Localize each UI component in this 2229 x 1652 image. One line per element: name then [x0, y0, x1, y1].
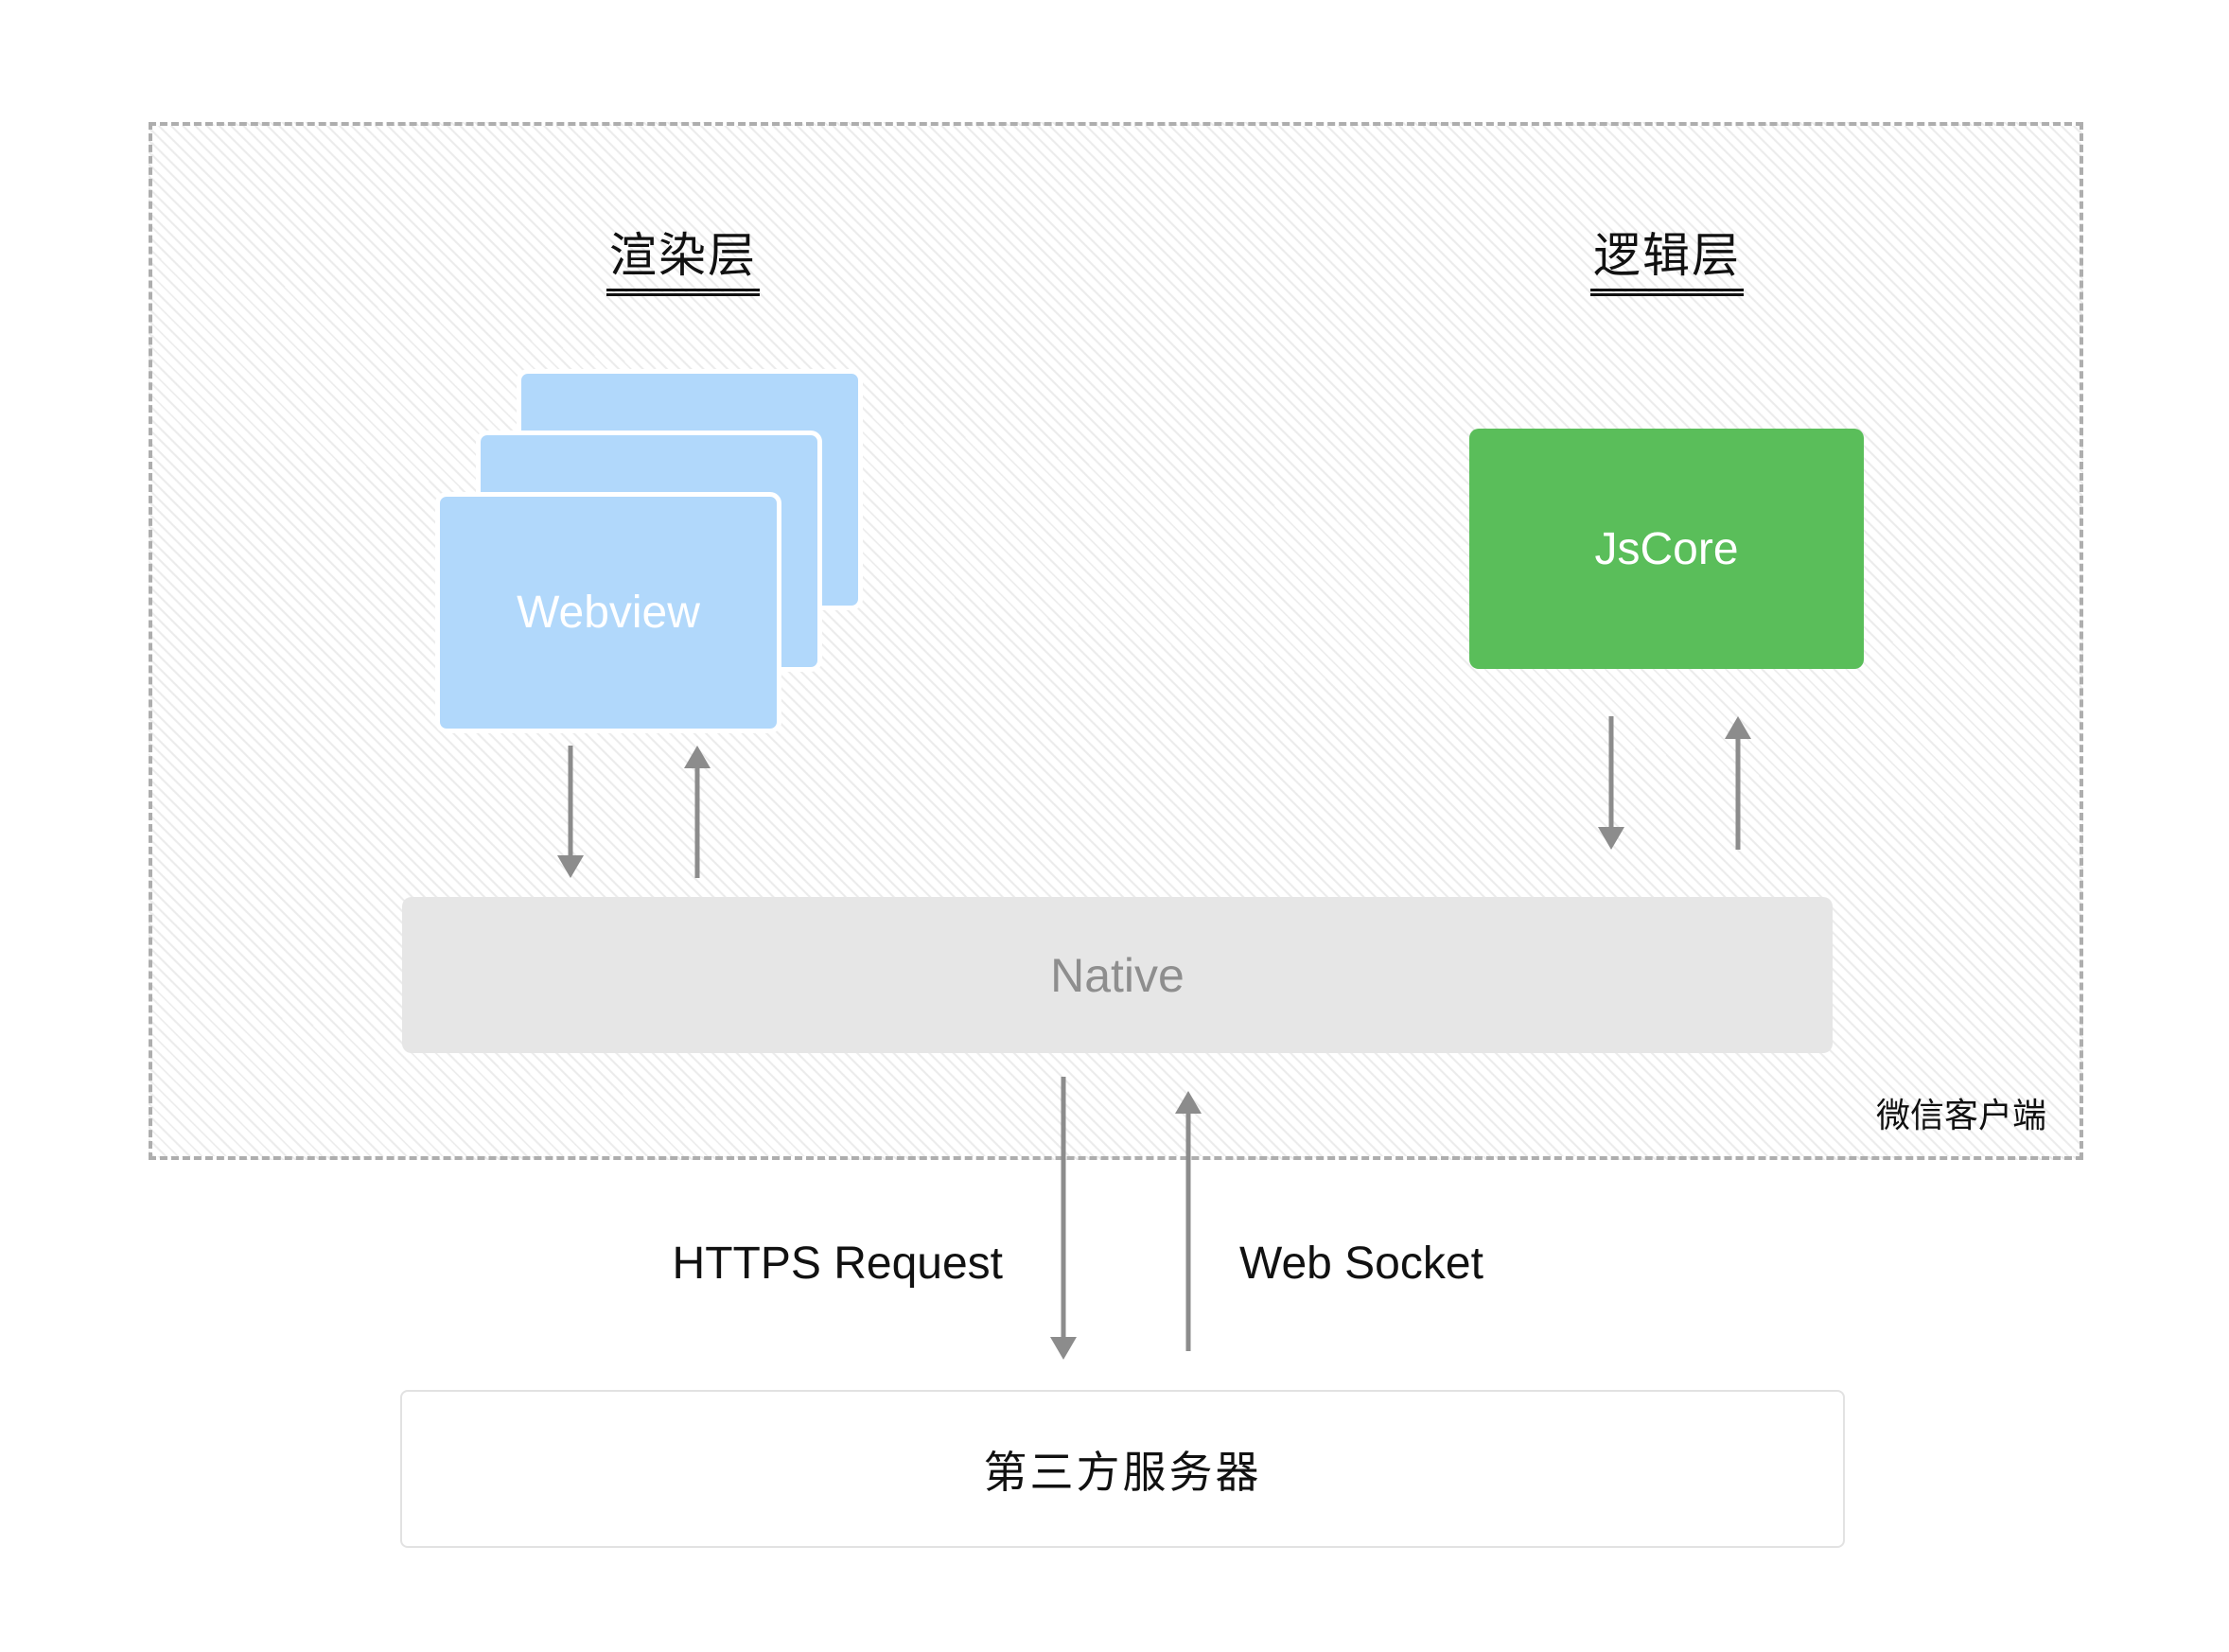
arrow-shaft	[1735, 731, 1741, 850]
arrow-shaft	[1185, 1106, 1191, 1351]
logic-layer-title: 逻辑层	[1590, 218, 1744, 296]
render-layer-title: 渲染层	[606, 218, 760, 296]
arrow-shaft	[694, 761, 700, 878]
arrow-head-up-icon	[1725, 716, 1751, 739]
arrow-jscore-to-native	[1597, 716, 1625, 850]
arrow-native-to-webview	[683, 746, 711, 878]
third-party-server-label: 第三方服务器	[983, 1447, 1262, 1497]
arrow-head-up-icon	[684, 746, 711, 768]
native-label: Native	[1050, 948, 1185, 1002]
arrow-https-request-down	[1049, 1077, 1078, 1360]
third-party-server-box: 第三方服务器	[400, 1390, 1845, 1548]
arrow-native-to-jscore	[1724, 716, 1752, 850]
web-socket-label: Web Socket	[1239, 1239, 1483, 1289]
arrow-head-up-icon	[1175, 1091, 1202, 1114]
arrow-webview-to-native	[556, 746, 585, 878]
jscore-card: JsCore	[1469, 429, 1864, 669]
native-bar: Native	[402, 897, 1833, 1053]
arrow-head-down-icon	[1598, 827, 1624, 850]
arrow-shaft	[1608, 716, 1614, 835]
webview-card-front: Webview	[435, 492, 781, 733]
webview-label: Webview	[517, 588, 700, 638]
arrow-websocket-up	[1174, 1091, 1202, 1351]
https-request-label: HTTPS Request	[672, 1239, 1003, 1289]
wechat-client-label: 微信客户端	[1875, 1096, 2046, 1134]
arrow-shaft	[568, 746, 573, 863]
arrow-head-down-icon	[557, 855, 584, 878]
jscore-label: JsCore	[1594, 523, 1739, 574]
arrow-head-down-icon	[1050, 1337, 1077, 1360]
arrow-shaft	[1061, 1077, 1066, 1344]
